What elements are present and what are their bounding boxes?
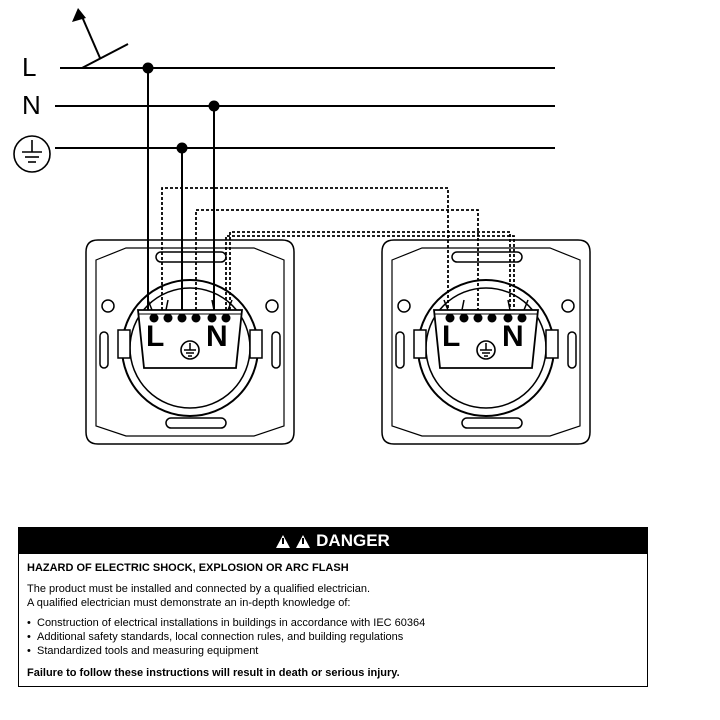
socket-left-label-n: N xyxy=(206,320,228,353)
danger-title: DANGER xyxy=(316,531,390,550)
intro-line: The product must be installed and connec… xyxy=(27,583,371,595)
socket-right: L N xyxy=(381,239,591,445)
danger-body: HAZARD OF ELECTRIC SHOCK, EXPLOSION OR A… xyxy=(19,554,647,680)
socket-left: L N xyxy=(85,239,295,445)
socket-left-label-l: L xyxy=(146,320,164,353)
hazard-title: HAZARD OF ELECTRIC SHOCK, EXPLOSION OR A… xyxy=(27,562,349,574)
intro-line: A qualified electrician must demonstrate… xyxy=(27,597,351,609)
requirements-list: Construction of electrical installations… xyxy=(27,616,639,658)
socket-right-label-l: L xyxy=(442,320,460,353)
list-item: Additional safety standards, local conne… xyxy=(27,630,639,644)
switch-arrow-icon xyxy=(72,8,129,69)
live-label: L xyxy=(22,52,36,82)
electric-shock-warning-icon xyxy=(276,534,291,548)
danger-header: DANGER xyxy=(19,528,647,554)
warning-triangle-icon xyxy=(296,534,311,548)
list-item: Construction of electrical installations… xyxy=(27,616,639,630)
consequence-text: Failure to follow these instructions wil… xyxy=(27,667,400,679)
intro-text: The product must be installed and connec… xyxy=(27,582,639,610)
earth-ground-icon xyxy=(13,135,51,173)
danger-warning-box: DANGER HAZARD OF ELECTRIC SHOCK, EXPLOSI… xyxy=(18,527,648,687)
neutral-label: N xyxy=(22,90,41,120)
list-item: Standardized tools and measuring equipme… xyxy=(27,644,639,658)
socket-right-label-n: N xyxy=(502,320,524,353)
wiring-diagram: L N L N L N xyxy=(13,8,591,445)
